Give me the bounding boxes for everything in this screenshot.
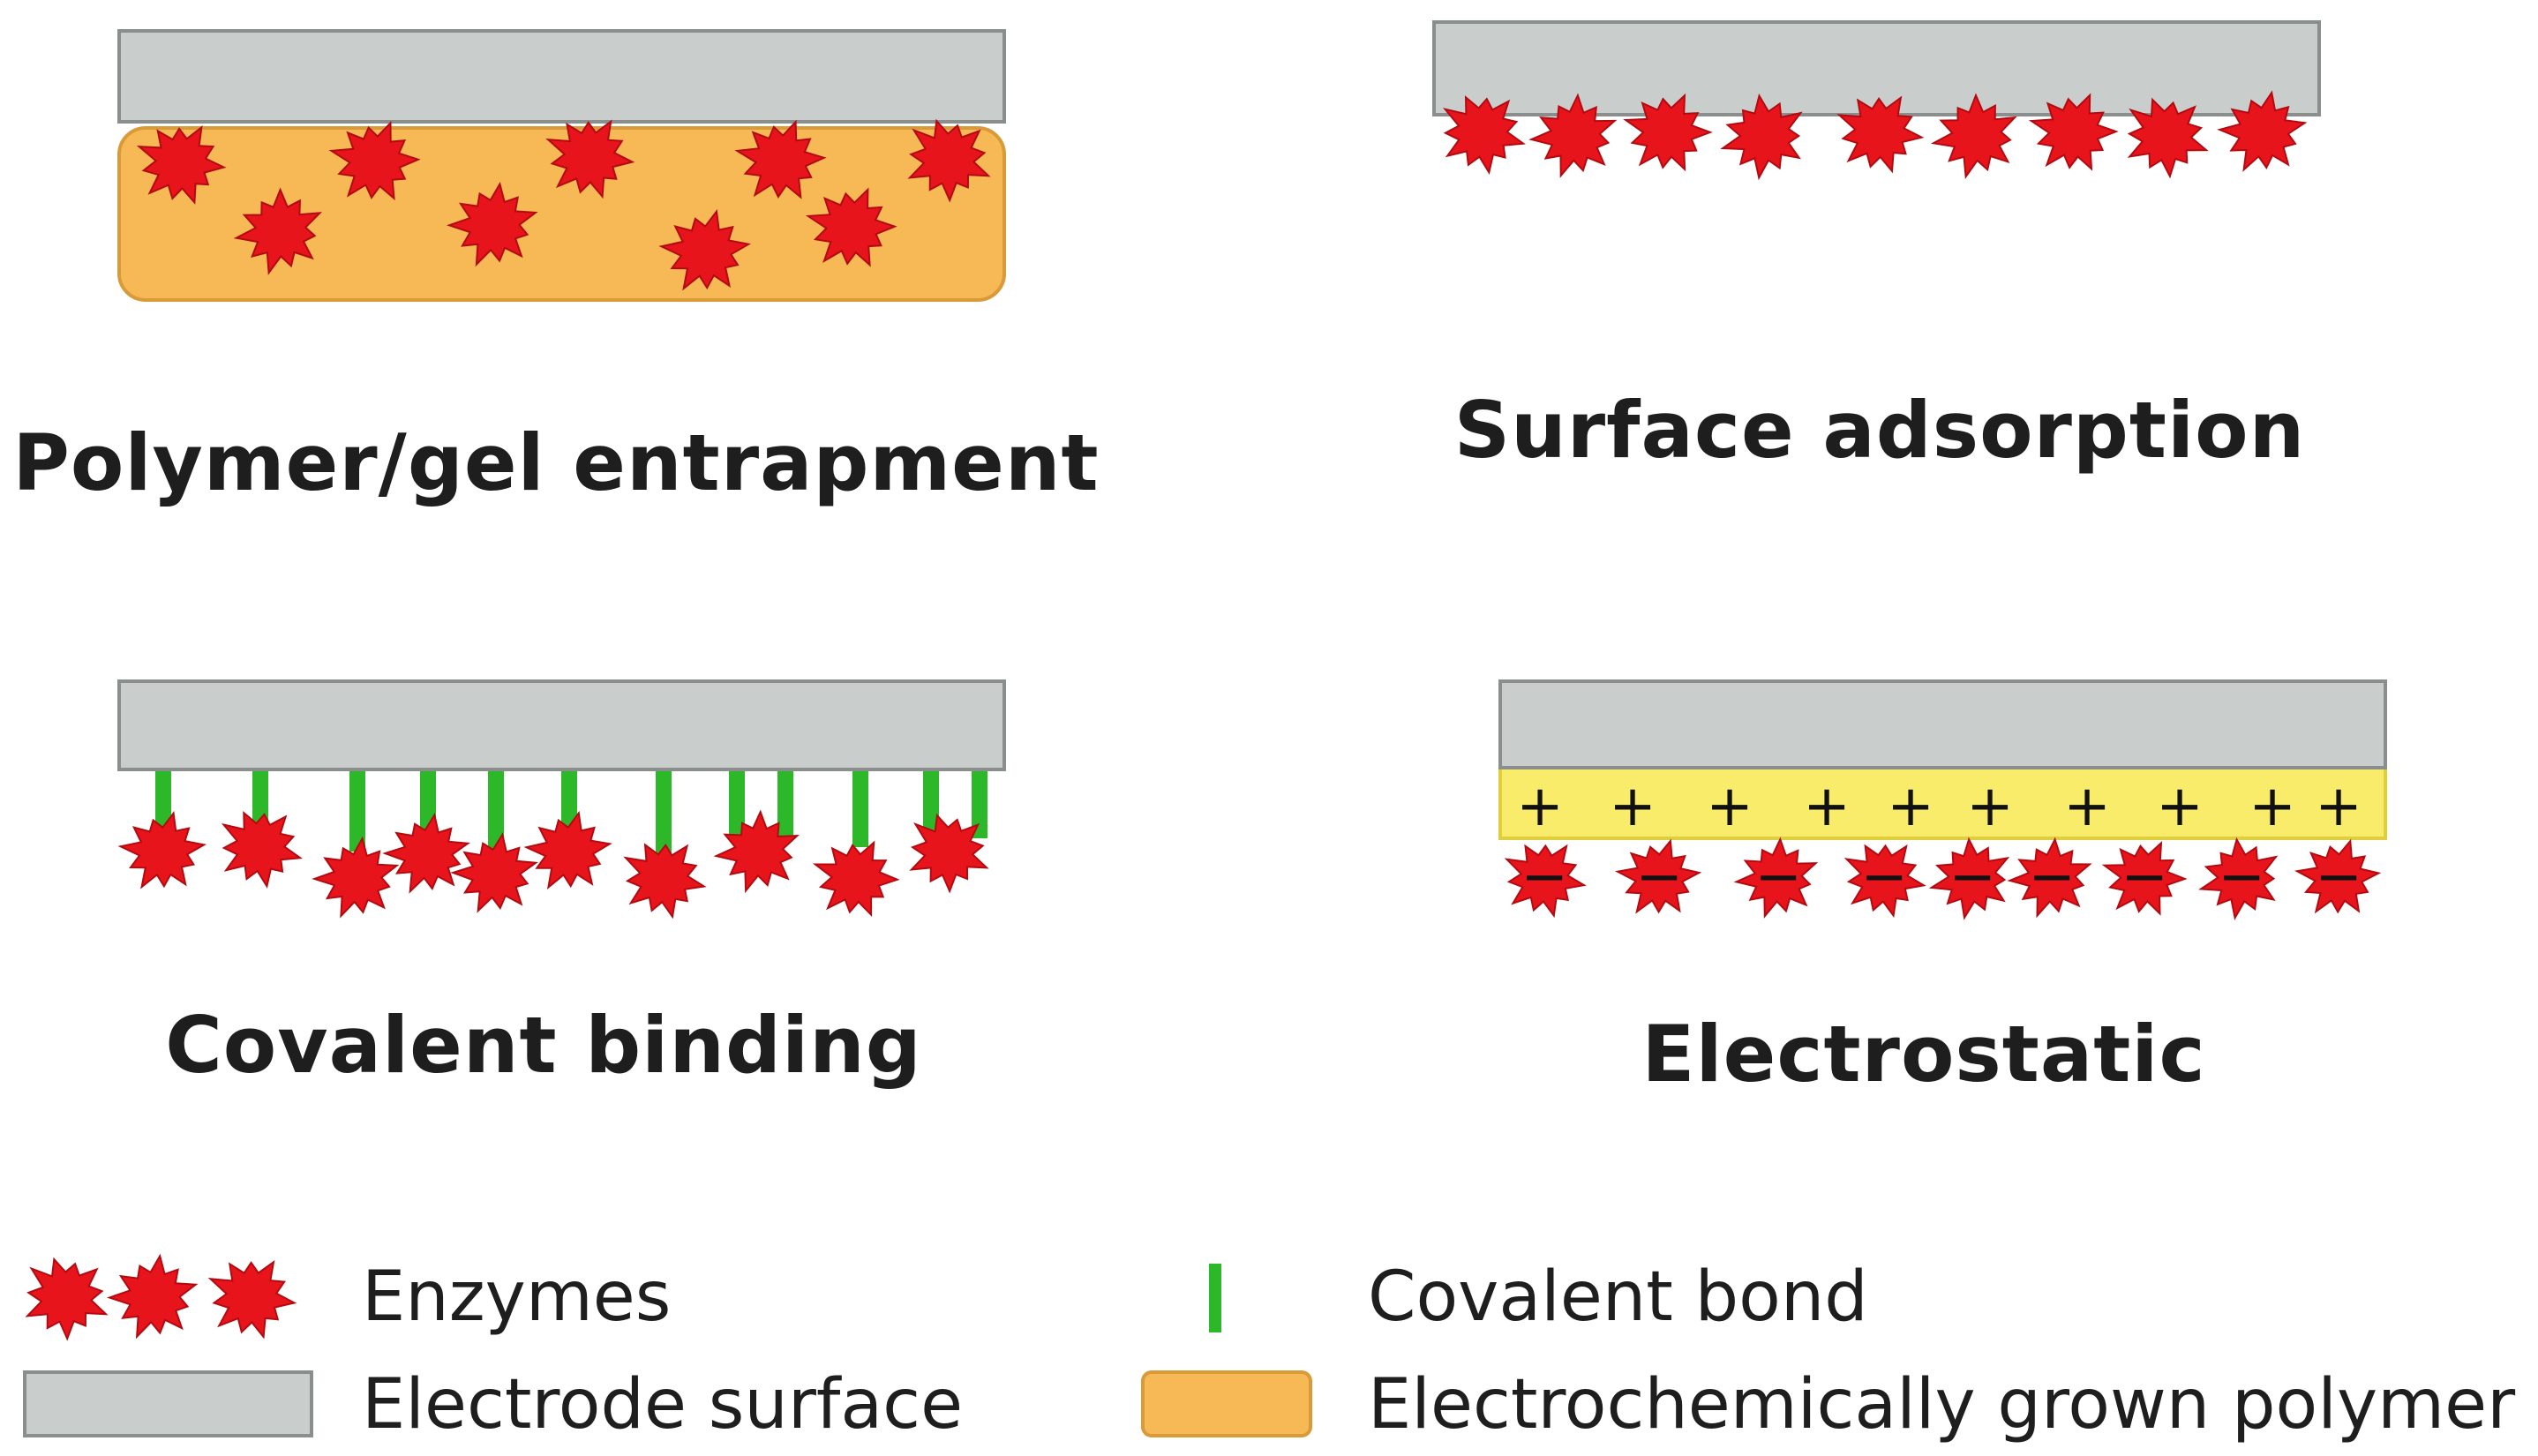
positive-charge-group: + + + + + + + + + +: [1516, 774, 2362, 839]
enzyme: [1720, 93, 1803, 181]
covalent-bond: [488, 769, 504, 856]
enzyme: [1614, 838, 1702, 914]
enzyme: [25, 1257, 109, 1341]
enzyme: [805, 187, 897, 267]
legend-polymer-icon: [1141, 1370, 1312, 1437]
negative-charge: −: [2315, 844, 2362, 910]
positive-charge: +: [1966, 774, 2014, 839]
negative-charge: −: [2218, 844, 2265, 910]
enzyme: [1528, 93, 1618, 178]
covalent-bond: [777, 769, 793, 838]
enzyme: [713, 809, 800, 894]
enzyme: [450, 832, 538, 913]
negative-charge: −: [2121, 844, 2168, 910]
enzyme: [1504, 844, 1587, 919]
panel-title: Surface adsorption: [1454, 385, 2306, 476]
positive-charge: +: [1706, 774, 1753, 839]
enzyme: [207, 1259, 297, 1340]
enzyme: [909, 813, 989, 894]
legend-bond-icon: [1209, 1264, 1221, 1332]
enzyme: [2028, 93, 2119, 171]
panel-title: Covalent binding: [165, 1000, 922, 1091]
legend-enzyme-icon: [25, 1253, 297, 1341]
positive-charge: +: [1516, 774, 1564, 839]
legend: Enzymes Covalent bond Electrode surface …: [23, 1253, 2516, 1445]
enzyme: [1836, 95, 1925, 174]
covalent-bond: [729, 769, 745, 838]
panel-entrapment: Polymer/gel entrapment: [12, 29, 1099, 508]
negative-charge: −: [1860, 844, 1908, 910]
legend-polymer-label: Electrochemically grown polymer: [1368, 1365, 2516, 1445]
covalent-bond: [561, 769, 577, 834]
enzyme-group: [136, 118, 991, 291]
enzyme: [2127, 97, 2209, 179]
enzyme: [1843, 844, 1926, 919]
positive-charge: +: [2156, 774, 2204, 839]
bond-group: [155, 769, 987, 860]
legend-covalent-bond-label: Covalent bond: [1368, 1257, 1868, 1337]
panel-covalent: Covalent binding: [117, 679, 1006, 1091]
enzyme: [2217, 90, 2308, 172]
enzyme: [1442, 95, 1526, 176]
enzyme: [233, 187, 322, 275]
electrode-surface: [117, 29, 1006, 124]
enzyme-group: [117, 809, 989, 919]
negative-charge: −: [2028, 844, 2076, 910]
enzyme: [117, 811, 207, 889]
negative-charge: −: [1521, 844, 1568, 910]
enzyme: [907, 118, 991, 203]
enzyme: [1930, 93, 2017, 179]
covalent-bond: [349, 769, 365, 852]
panel-title: Electrostatic: [1641, 1009, 2205, 1100]
enzyme: [2198, 837, 2279, 921]
enzyme: [221, 811, 303, 889]
enzyme: [447, 181, 538, 267]
electrode-surface: [1498, 679, 2387, 769]
legend-electrode-label: Electrode surface: [362, 1365, 963, 1445]
enzyme: [136, 125, 227, 205]
enzyme: [2007, 837, 2092, 919]
enzyme: [1928, 837, 2010, 920]
covalent-bond: [852, 769, 868, 847]
enzyme: [1733, 837, 1819, 919]
panel-adsorption: Surface adsorption: [1432, 20, 2321, 476]
positive-charge: +: [2063, 774, 2111, 839]
enzyme: [658, 209, 752, 291]
positive-charge: +: [1609, 774, 1656, 839]
negative-charge: −: [1635, 844, 1683, 910]
legend-electrode-icon: [23, 1370, 313, 1437]
enzyme: [328, 120, 421, 201]
positive-charge: +: [2249, 774, 2296, 839]
enzyme: [623, 843, 707, 919]
legend-enzymes-label: Enzymes: [362, 1257, 671, 1337]
enzyme: [523, 810, 612, 889]
negative-charge: −: [1949, 844, 1996, 910]
enzyme-group: [1442, 90, 2308, 181]
enzyme: [545, 119, 635, 199]
enzyme: [2101, 841, 2188, 916]
enzyme: [106, 1253, 199, 1340]
negative-charge: −: [1754, 844, 1802, 910]
covalent-bond: [923, 769, 939, 838]
covalent-bond: [972, 769, 987, 838]
positive-charge: +: [2315, 774, 2362, 839]
panel-title: Polymer/gel entrapment: [12, 417, 1099, 508]
covalent-bond: [155, 769, 171, 829]
enzyme: [382, 812, 470, 894]
enzyme: [734, 119, 827, 199]
electrode-surface: [117, 679, 1006, 771]
covalent-bond: [656, 769, 672, 860]
enzyme: [1623, 93, 1713, 172]
positive-charge: +: [1887, 774, 1934, 839]
enzyme: [312, 836, 400, 919]
enzyme: [2294, 838, 2382, 914]
enzyme-group: −−−−−−−−−: [1504, 837, 2382, 921]
positive-charge: +: [1803, 774, 1851, 839]
electrode-surface: [1432, 20, 2321, 116]
enzyme: [812, 840, 900, 918]
panel-electrostatic: ++++++++++ −−−−−−−−− Electrostatic: [1498, 679, 2387, 1100]
